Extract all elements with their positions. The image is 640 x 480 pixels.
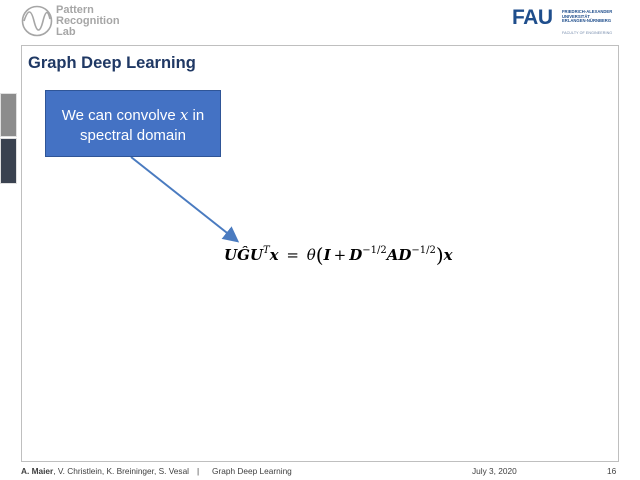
footer: A. Maier, V. Christlein, K. Breininger, … — [21, 466, 619, 478]
footer-date: July 3, 2020 — [472, 466, 517, 476]
lab-name: Pattern Recognition Lab — [56, 5, 120, 38]
footer-course: Graph Deep Learning — [212, 466, 292, 476]
callout-line1: We can convolve x in — [46, 105, 220, 126]
eq-x-rhs: x — [443, 246, 453, 264]
eq-I: I — [323, 246, 331, 264]
lab-name-line1: Pattern — [56, 4, 94, 16]
eq-U: U — [224, 246, 238, 264]
lab-name-line3: Lab — [56, 26, 76, 38]
footer-author-main: A. Maier — [21, 466, 54, 476]
footer-authors-rest: , V. Christlein, K. Breininger, S. Vesal — [53, 466, 190, 476]
callout-math-var: x — [179, 106, 189, 124]
callout-line2: spectral domain — [80, 127, 186, 144]
fau-sub-line2: UNIVERSITÄT — [562, 13, 590, 19]
fau-logo: FAU FRIEDRICH-ALEXANDER UNIVERSITÄT ERLA… — [512, 7, 624, 39]
eq-x-lhs: x — [269, 246, 279, 264]
callout-text-after: in — [188, 107, 205, 124]
lab-name-line2: Recognition — [56, 15, 120, 27]
eq-lparen: ( — [315, 243, 324, 267]
content-frame — [21, 45, 619, 462]
side-nav-tab-2[interactable] — [0, 138, 17, 184]
callout-box: We can convolve x in spectral domain — [45, 90, 221, 157]
eq-rparen: ) — [435, 243, 444, 267]
footer-page-number: 16 — [607, 466, 617, 476]
fau-sub-line3: ERLANGEN-NÜRNBERG — [562, 18, 612, 24]
eq-D1: D — [349, 246, 363, 264]
fau-logo-text: FAU — [512, 6, 553, 29]
eq-A: A — [386, 246, 399, 264]
footer-separator: | — [197, 466, 200, 476]
eq-D2: D — [398, 246, 412, 264]
fau-university-name: FRIEDRICH-ALEXANDER UNIVERSITÄT ERLANGEN… — [562, 9, 632, 24]
eq-equals: = — [286, 246, 299, 264]
eq-plus: + — [333, 246, 347, 264]
eq-theta: θ — [306, 246, 316, 264]
eq-exp1: −1/2 — [362, 245, 387, 256]
fau-sub-line1: FRIEDRICH-ALEXANDER — [562, 9, 613, 14]
fau-faculty: FACULTY OF ENGINEERING — [562, 31, 613, 35]
footer-authors: A. Maier, V. Christlein, K. Breininger, … — [21, 466, 189, 476]
slide-title: Graph Deep Learning — [28, 54, 196, 72]
callout-text-before: We can convolve — [61, 107, 180, 124]
equation: UĜUTx = θ(I+D−1/2AD−1/2)x — [224, 243, 453, 267]
side-nav-tab-1[interactable] — [0, 93, 17, 137]
eq-U2: U — [249, 246, 263, 264]
eq-G-hat: Ĝ — [237, 246, 250, 264]
eq-exp2: −1/2 — [411, 245, 436, 256]
eq-transpose: T — [263, 245, 270, 256]
header: Pattern Recognition Lab FAU FRIEDRICH-AL… — [0, 0, 640, 44]
pattern-recognition-lab-logo-icon — [21, 5, 53, 37]
